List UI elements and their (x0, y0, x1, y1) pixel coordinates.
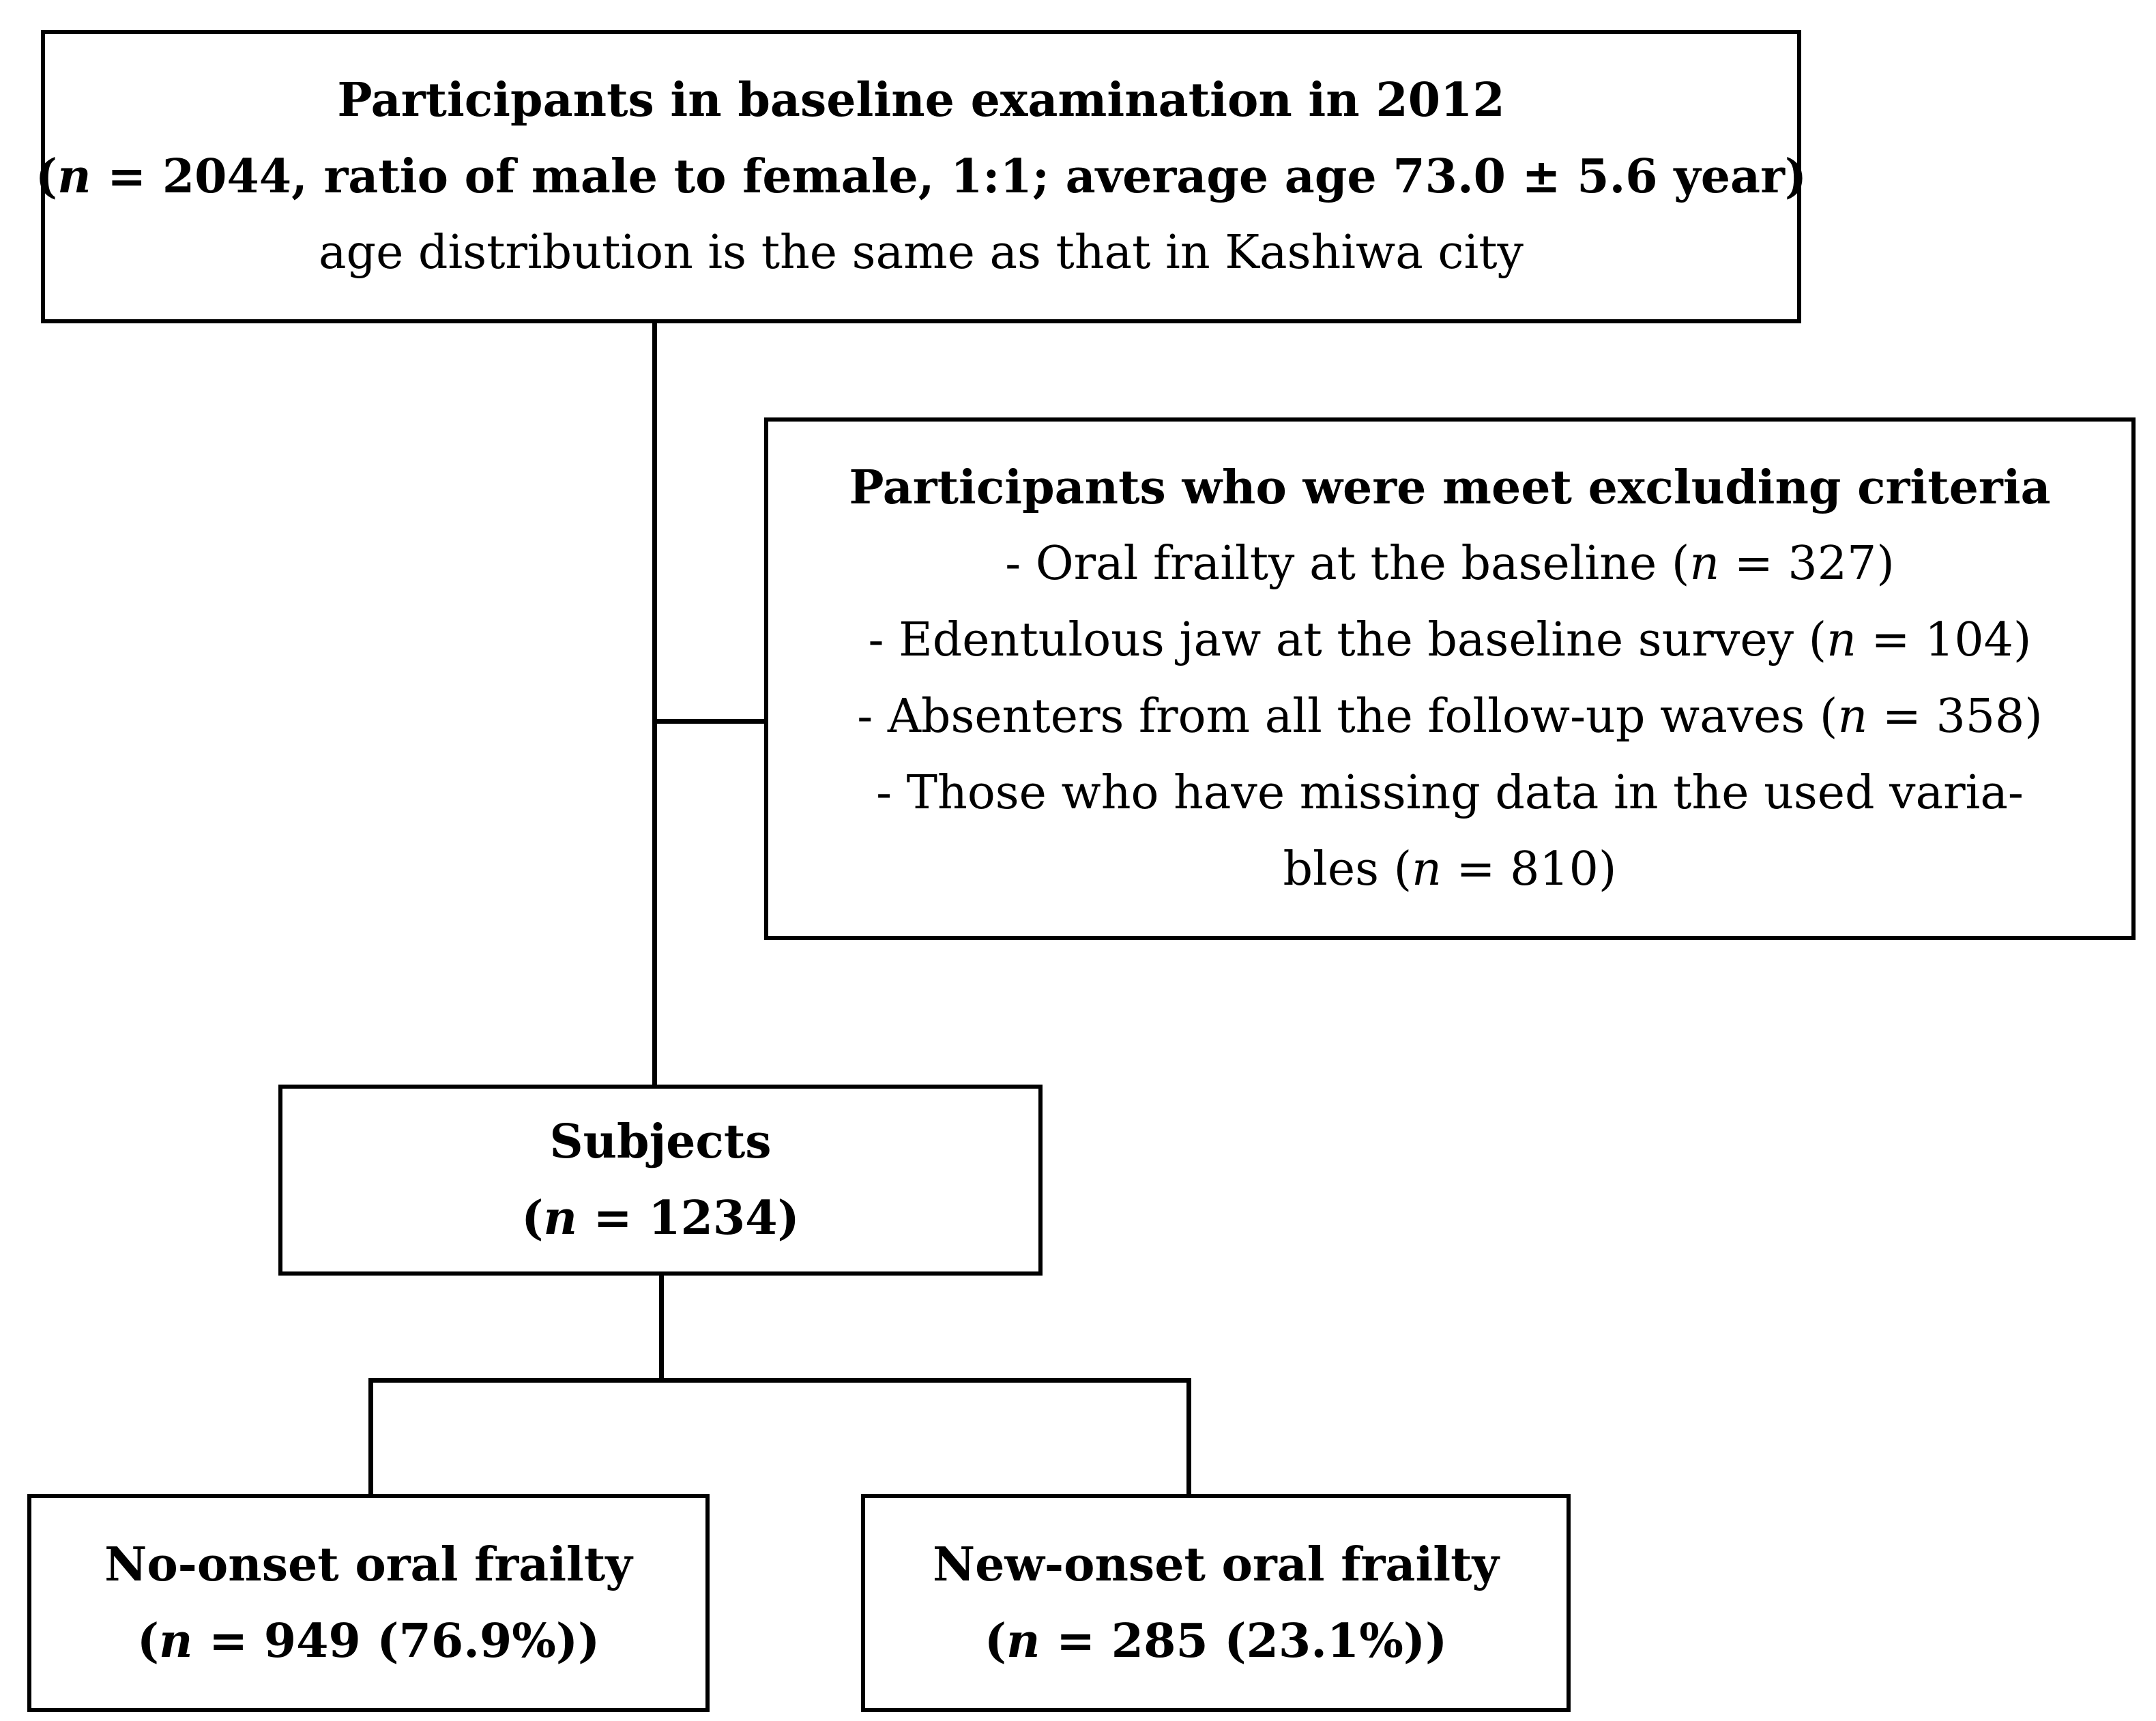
n-symbol: n (57, 149, 91, 204)
subjects-count: (n = 1234) (521, 1191, 800, 1246)
no-onset-box: No-onset oral frailty (n = 949 (76.9%)) (27, 1494, 710, 1712)
subjects-title: Subjects (549, 1115, 772, 1169)
exclusion-item: - Absenters from all the follow-up waves… (857, 690, 2043, 744)
n-symbol: n (1006, 1614, 1040, 1668)
exclusion-item: - Oral frailty at the baseline (n = 327) (1005, 537, 1895, 591)
connector-to-new-onset (1186, 1378, 1191, 1497)
new-onset-box: New-onset oral frailty (n = 285 (23.1%)) (861, 1494, 1571, 1712)
no-onset-title: No-onset oral frailty (104, 1538, 632, 1592)
exclusion-box: Participants who were meet excluding cri… (764, 417, 2136, 940)
connector-exclusion-branch (652, 719, 766, 724)
no-onset-count: (n = 949 (76.9%)) (136, 1614, 600, 1668)
exclusion-item: - Those who have missing data in the use… (876, 766, 2024, 820)
baseline-stats: (n = 2044, ratio of male to female, 1:1;… (35, 149, 1807, 204)
n-symbol: n (159, 1614, 193, 1668)
connector-baseline-to-subjects (652, 321, 657, 1086)
connector-outcome-split (368, 1378, 1191, 1383)
new-onset-title: New-onset oral frailty (932, 1538, 1500, 1592)
n-symbol: n (543, 1191, 577, 1246)
connector-to-no-onset (368, 1378, 373, 1497)
exclusion-item: - Edentulous jaw at the baseline survey … (868, 613, 2032, 667)
baseline-box: Participants in baseline examination in … (35, 30, 1807, 323)
exclusion-item: bles (n = 810) (1283, 842, 1617, 896)
baseline-note: age distribution is the same as that in … (319, 226, 1524, 280)
n-symbol: n (1689, 537, 1720, 591)
n-symbol: n (1412, 842, 1442, 896)
baseline-title: Participants in baseline examination in … (337, 73, 1505, 128)
subjects-box: Subjects (n = 1234) (278, 1085, 1043, 1276)
new-onset-count: (n = 285 (23.1%)) (984, 1614, 1448, 1668)
exclusion-title: Participants who were meet excluding cri… (849, 460, 2051, 515)
connector-subjects-down (659, 1273, 664, 1382)
n-symbol: n (1837, 690, 1868, 744)
n-symbol: n (1826, 613, 1856, 667)
